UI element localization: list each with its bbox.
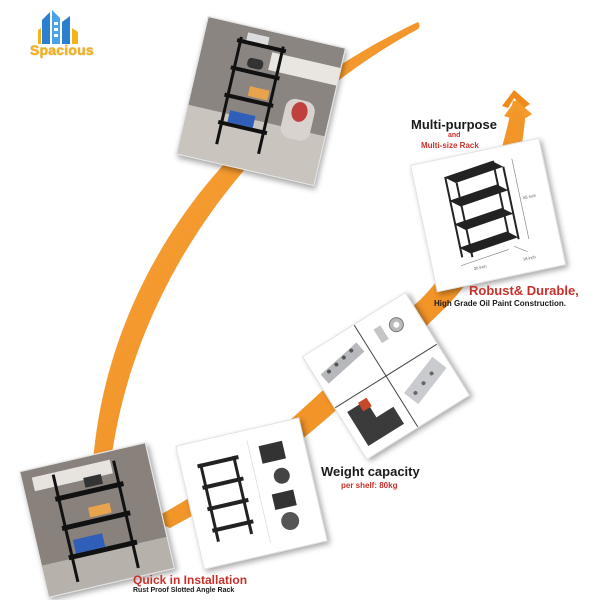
rack-photo-card-top	[175, 15, 347, 187]
robust-title: Robust& Durable,	[469, 283, 579, 298]
dimension-card: 85 inch 36 inch 18 inch	[409, 137, 567, 293]
dimension-depth: 18 inch	[522, 254, 536, 262]
multipurpose-subtitle: Multi-size Rack	[421, 141, 479, 150]
weight-title: Weight capacity	[321, 464, 420, 479]
hardware-card	[301, 291, 471, 461]
rack-photo	[20, 443, 174, 597]
rack-photo-card-bottom	[19, 442, 175, 598]
install-title: Quick in Installation	[133, 573, 248, 587]
weight-subtitle: per shelf: 80kg	[341, 481, 398, 490]
robust-subtitle: High Grade Oil Paint Construction.	[434, 299, 567, 308]
assembly-diagram	[176, 418, 327, 569]
multipurpose-title: Multi-purpose	[411, 117, 497, 132]
assembly-card	[175, 417, 328, 570]
brand-logo: Spacious	[30, 6, 94, 60]
brand-name: Spacious	[30, 42, 94, 58]
dimension-diagram: 85 inch 36 inch 18 inch	[411, 138, 565, 292]
install-subtitle: Rust Proof Slotted Angle Rack	[133, 587, 235, 594]
dimension-height: 85 inch	[523, 193, 537, 201]
rack-photo	[177, 17, 345, 185]
dimension-width: 36 inch	[473, 263, 487, 271]
hardware-parts-photo	[303, 293, 469, 459]
multipurpose-connector: and	[448, 132, 461, 139]
building-logo-icon	[38, 10, 78, 44]
